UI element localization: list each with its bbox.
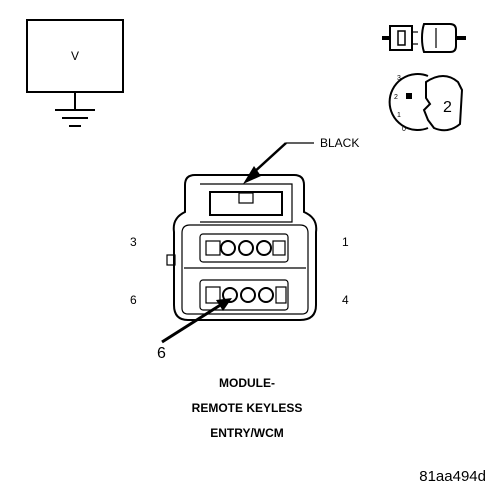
- connector-face: [166, 174, 318, 321]
- disconnected-connector-icon: [382, 23, 466, 53]
- cavity-callout-number: 6: [157, 345, 166, 362]
- bottom-cavity-row: [199, 279, 289, 311]
- caption-line-1: MODULE-: [219, 376, 275, 390]
- ignition-position-1: 1: [397, 112, 401, 119]
- cavity-3: [205, 240, 221, 256]
- ignition-key-icon: 3 2 1 0 2: [388, 73, 464, 133]
- cavity-6: [205, 286, 221, 304]
- cavity-top-pin-b: [238, 240, 254, 256]
- cavity-label-bottom-right: 4: [342, 293, 349, 307]
- caption-line-2: REMOTE KEYLESS: [192, 401, 303, 415]
- connector-outer-shell: [172, 174, 318, 321]
- cavity-top-pin-c: [256, 240, 272, 256]
- connector-color-label: BLACK: [320, 136, 359, 150]
- cavity-top-pin-a: [220, 240, 236, 256]
- cavity-bottom-pin-b: [240, 287, 256, 303]
- cavity-label-bottom-left: 6: [130, 293, 137, 307]
- voltmeter-symbol: V: [26, 19, 124, 127]
- cavity-callout-arrow-head: [216, 298, 232, 311]
- side-tab: [166, 254, 176, 266]
- cavity-bottom-pin-a: [222, 287, 238, 303]
- cavity-callout-arrow-shaft: [161, 302, 223, 344]
- ignition-position-2: 2: [394, 94, 398, 101]
- cavity-1: [272, 240, 286, 256]
- cavity-bottom-pin-c: [258, 287, 274, 303]
- connector-latch: [209, 191, 283, 216]
- cavity-4: [275, 286, 287, 304]
- ignition-selected-position: 2: [443, 99, 452, 116]
- figure-code: 81aa494d: [419, 468, 486, 485]
- caption-line-3: ENTRY/WCM: [210, 426, 284, 440]
- color-arrow-shaft: [251, 142, 287, 175]
- ignition-position-3: 3: [397, 75, 401, 82]
- meter-label: V: [71, 49, 79, 63]
- cavity-label-top-left: 3: [130, 235, 137, 249]
- cavity-label-top-right: 1: [342, 235, 349, 249]
- connector-inner-body: [181, 224, 309, 315]
- top-cavity-row: [199, 233, 289, 263]
- ignition-position-0: 0: [402, 126, 406, 133]
